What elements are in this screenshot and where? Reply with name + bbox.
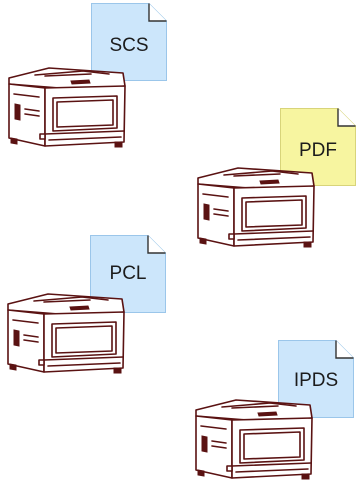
printer-group-ipds: IPDS [192, 340, 356, 500]
document-icon-pcl: PCL [90, 235, 166, 313]
document-format-label: PCL [109, 263, 147, 284]
document-icon-pdf: PDF [280, 108, 356, 186]
printer-group-scs: SCS [5, 3, 175, 163]
document-icon-scs: SCS [91, 3, 167, 81]
document-shape [91, 3, 167, 81]
printer-icon [5, 64, 130, 154]
document-shape [280, 108, 356, 186]
document-format-label: PDF [299, 140, 337, 161]
printer-drawing [8, 67, 126, 148]
document-icon-ipds: IPDS [278, 340, 354, 418]
printer-group-pdf: PDF [194, 108, 356, 268]
printer-drawing [7, 293, 125, 374]
printer-group-pcl: PCL [4, 235, 174, 395]
printer-drawing [197, 167, 315, 248]
printer-icon [192, 396, 317, 486]
document-shape [90, 235, 166, 313]
document-shape [278, 340, 354, 418]
printer-icon [4, 290, 129, 380]
printer-icon [194, 164, 319, 254]
document-format-label: SCS [109, 35, 149, 56]
printer-drawing [195, 399, 313, 480]
document-format-label: IPDS [293, 370, 339, 391]
